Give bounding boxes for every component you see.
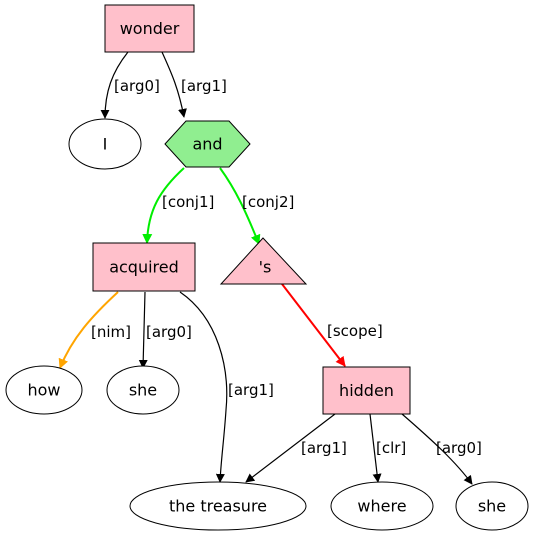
node-label-and: and <box>192 135 222 154</box>
nodes: wonder I and acquired 's how <box>5 4 529 531</box>
node-s: 's <box>219 237 308 285</box>
node-label-wonder: wonder <box>120 19 180 38</box>
edge-and-acquired <box>142 167 185 244</box>
edge-acquired-how <box>58 291 119 369</box>
edge-label-and-acquired: [conj1] <box>162 193 214 211</box>
node-label-she-2: she <box>478 497 506 516</box>
edge-label-acquired-treasure: [arg1] <box>228 381 274 399</box>
node-label-she-1: she <box>129 381 157 400</box>
node-acquired: acquired <box>92 242 196 292</box>
node-hidden: hidden <box>322 366 411 415</box>
edge-hidden-she <box>401 413 473 485</box>
edge-label-wonder-and: [arg1] <box>181 77 227 95</box>
node-label-s: 's <box>259 258 272 277</box>
node-how: how <box>5 365 83 415</box>
node-the-treasure: the treasure <box>129 481 307 531</box>
node-i: I <box>68 118 142 170</box>
edge-hidden-treasure <box>245 413 336 483</box>
edge-label-acquired-how: [nim] <box>91 323 131 341</box>
node-label-hidden: hidden <box>339 381 394 400</box>
edge-label-and-s: [conj2] <box>242 193 294 211</box>
edge-label-wonder-i: [arg0] <box>114 77 160 95</box>
node-where: where <box>330 481 434 531</box>
node-label-i: I <box>103 135 108 154</box>
edge-acquired-treasure <box>179 291 228 483</box>
node-she-1: she <box>106 365 180 415</box>
node-and: and <box>164 120 251 168</box>
edge-wonder-and <box>161 51 187 118</box>
edges: [arg0] [arg1] [conj1] [conj2] [nim] [arg… <box>58 51 482 485</box>
node-label-acquired: acquired <box>109 258 179 277</box>
edge-and-s <box>219 167 261 245</box>
edge-wonder-i <box>100 51 129 119</box>
node-label-how: how <box>27 381 60 400</box>
edge-label-hidden-treasure: [arg1] <box>301 439 347 457</box>
node-label-where: where <box>357 497 406 516</box>
edge-label-acquired-she: [arg0] <box>146 323 192 341</box>
edge-s-hidden <box>281 283 346 367</box>
node-label-the-treasure: the treasure <box>169 497 267 516</box>
node-she-2: she <box>455 481 529 531</box>
edge-acquired-she <box>138 291 148 369</box>
edge-label-hidden-where: [clr] <box>376 439 406 457</box>
edge-label-hidden-she: [arg0] <box>436 439 482 457</box>
node-wonder: wonder <box>104 4 195 53</box>
edge-hidden-where <box>369 413 382 483</box>
edge-label-s-hidden: [scope] <box>327 322 383 340</box>
